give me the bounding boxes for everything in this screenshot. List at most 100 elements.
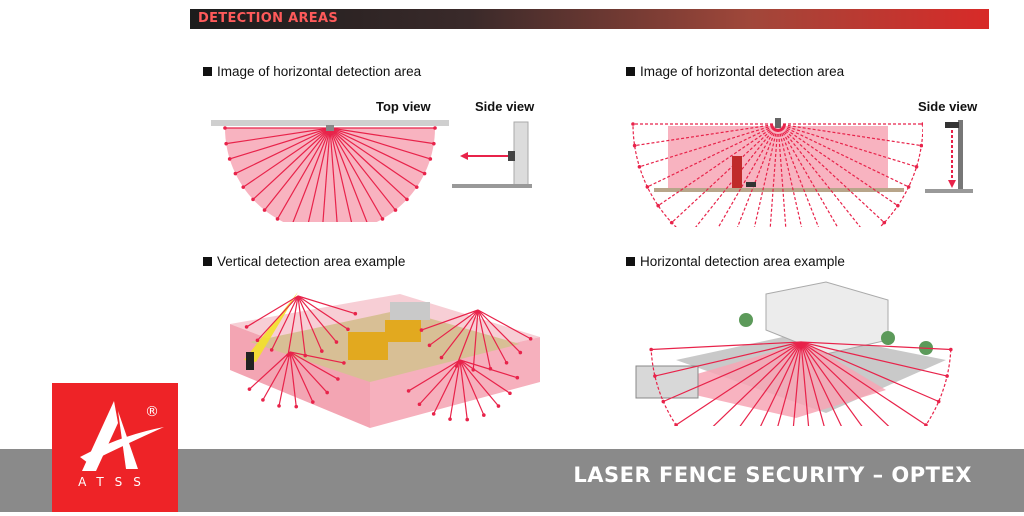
detection-fan-area [225, 128, 435, 222]
beam-ray [777, 123, 885, 224]
beam-ray [800, 341, 825, 426]
beam-ray [329, 127, 368, 222]
ground-line [452, 184, 532, 188]
beam-ray [297, 295, 356, 315]
beam-end-dot [949, 347, 953, 352]
beam-end-dot [241, 185, 246, 189]
beam-ray [477, 309, 491, 369]
beam-ray [297, 295, 349, 330]
beam-ray [777, 123, 899, 207]
beam-end-dot [515, 375, 520, 380]
beam-ray [459, 359, 511, 394]
side-wall [513, 121, 529, 187]
beam-end-dot [417, 402, 422, 407]
sensor-icon [775, 118, 781, 128]
beam-ray [777, 123, 787, 227]
bullet-square-icon [626, 257, 635, 266]
flashlight-beam [244, 292, 298, 362]
beam-ray [455, 309, 479, 367]
beam-ray [421, 309, 479, 331]
beam-end-dot [247, 387, 252, 391]
sensor-icon [326, 125, 334, 131]
beam-ray [329, 127, 434, 145]
beam-ray [329, 127, 425, 175]
ground-line [654, 188, 904, 192]
beam-ray [647, 123, 779, 188]
beam-ray [459, 359, 499, 407]
beam-end-dot [336, 377, 340, 381]
beam-end-dot [518, 350, 523, 355]
banner-title: DETECTION AREAS [198, 11, 338, 26]
detection-arc [632, 123, 923, 227]
fence-front-right [370, 337, 540, 428]
beam-ray [634, 123, 779, 147]
beam-ray [271, 295, 299, 351]
beam-ray [777, 123, 839, 227]
beam-ray [449, 359, 461, 420]
beam-ray [739, 341, 802, 426]
beam-ray [654, 341, 802, 377]
beam-ray [663, 341, 802, 403]
beam-ray [777, 123, 803, 227]
vertical-detection-example-diagram [230, 292, 540, 428]
beam-ray [329, 127, 353, 222]
beam-end-dot [431, 412, 436, 416]
beam-end-dot [227, 157, 232, 161]
beam-ray [800, 341, 948, 377]
beam-ray [408, 359, 461, 392]
beam-end-dot [406, 389, 411, 393]
beam-ray [441, 309, 479, 358]
beam-end-dot [496, 404, 501, 408]
beam-ray [246, 295, 299, 328]
beam-ray [777, 123, 922, 147]
beam-end-dot [465, 417, 470, 422]
beam-ray [329, 127, 396, 211]
beam-ray [419, 359, 461, 405]
beam-end-dot [448, 417, 452, 421]
beam-end-dot [262, 208, 267, 212]
beam-end-dot [504, 360, 509, 365]
beam-ray [262, 351, 291, 401]
beam-ray [329, 127, 408, 200]
beam-ray [671, 123, 779, 224]
beam-ray [760, 341, 802, 426]
excavator-icon [385, 320, 421, 342]
detection-rectangle [668, 126, 888, 190]
fence-front-left [230, 324, 370, 428]
beam-end-dot [380, 217, 385, 221]
beam-end-dot [325, 390, 329, 395]
beam-end-dot [275, 217, 280, 221]
logo-text: ATSS [78, 475, 152, 489]
beam-ray [777, 123, 917, 168]
beam-end-dot [427, 343, 432, 348]
bullet-square-icon [626, 67, 635, 76]
pole [958, 120, 963, 192]
beam-ray [459, 359, 518, 379]
top-view-label: Top view [376, 99, 431, 114]
beam-ray [297, 295, 323, 352]
beam-end-dot [320, 349, 324, 353]
heading-top-right: Image of horizontal detection area [626, 64, 844, 79]
bullet-square-icon [203, 67, 212, 76]
beam-ray [800, 341, 810, 426]
beam-end-dot [428, 157, 433, 161]
beam-end-dot [353, 311, 358, 316]
tree-icon [739, 313, 753, 327]
beam-ray [257, 295, 299, 341]
beam-end-dot [224, 141, 228, 146]
beam-end-dot [269, 348, 274, 352]
beam-ray [289, 351, 345, 364]
building-materials-icon [390, 302, 430, 320]
beam-ray [433, 359, 461, 415]
beam-ray [777, 123, 861, 227]
beam-ray [235, 127, 331, 175]
beam-ray [287, 295, 299, 356]
beam-end-dot [334, 340, 339, 344]
dog-icon [746, 182, 756, 187]
beam-end-dot [439, 355, 444, 360]
beam-ray [477, 309, 508, 364]
beam-end-dot [393, 208, 398, 212]
tree-icon [881, 331, 895, 345]
beam-ray [675, 341, 802, 426]
top-view-semicircle-diagram [211, 120, 449, 222]
